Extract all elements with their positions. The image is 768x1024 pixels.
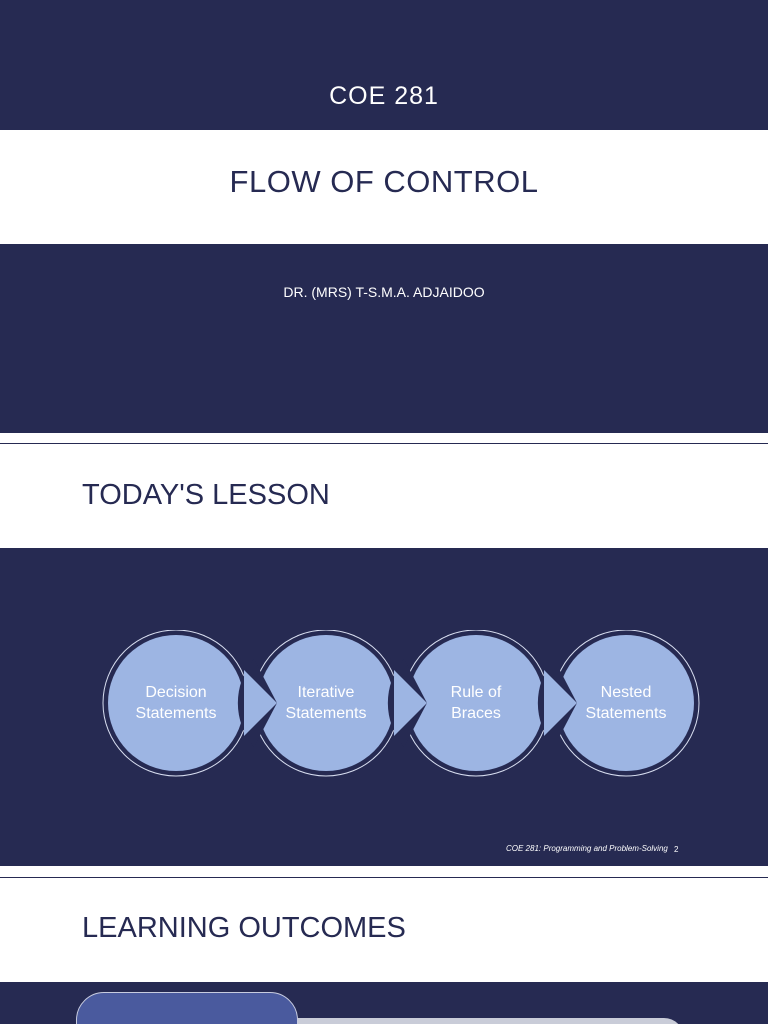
presentation-title: FLOW OF CONTROL (229, 164, 539, 199)
title-slide-footer-band (0, 244, 768, 432)
process-step-2 (237, 630, 400, 777)
title-slide-header-band (0, 0, 768, 130)
outcomes-slide-title: LEARNING OUTCOMES (82, 912, 406, 944)
outcomes-slide-header (0, 878, 768, 982)
process-arrow-2 (394, 670, 427, 736)
process-arrow-3 (544, 670, 577, 736)
slide-footer-text: COE 281: Programming and Problem-Solving (506, 844, 668, 853)
slide-separator (0, 865, 768, 878)
lesson-slide-header (0, 444, 768, 548)
process-arrow-1 (244, 670, 277, 736)
outcomes-heading-tab (76, 992, 298, 1024)
slide-page-number: 2 (674, 845, 679, 854)
course-code: COE 281 (329, 82, 439, 110)
title-slide-title-band (0, 130, 768, 244)
author-name: DR. (MRS) T-S.M.A. ADJAIDOO (283, 284, 485, 300)
slide-separator (0, 432, 768, 444)
lesson-slide-title: TODAY'S LESSON (82, 479, 330, 511)
outcomes-content-bar (270, 1018, 684, 1024)
